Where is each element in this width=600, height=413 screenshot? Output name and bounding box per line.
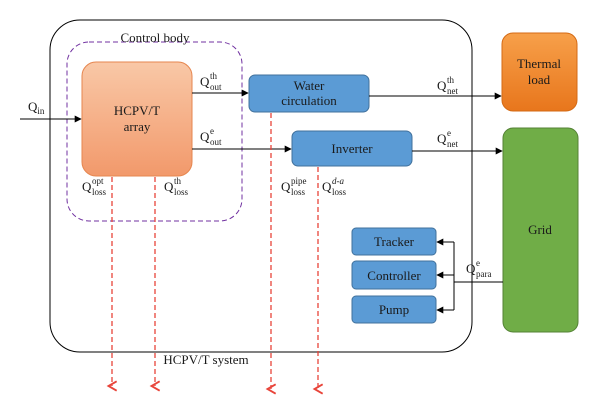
hcpvt-array-label-line1: HCPV/T xyxy=(114,103,160,118)
tracker-label: Tracker xyxy=(374,234,415,249)
thermal-load-label-line2: load xyxy=(528,72,551,87)
pump-label: Pump xyxy=(379,302,409,317)
inverter-block: Inverter xyxy=(291,130,413,167)
q-para-feed-connector xyxy=(436,238,503,314)
q-in-label: Qin xyxy=(28,99,45,116)
controller-block: Controller xyxy=(351,260,437,290)
thermal-load-label-line1: Thermal xyxy=(517,56,561,71)
tracker-block: Tracker xyxy=(351,227,437,256)
hcpvt-system-label: HCPV/T system xyxy=(163,352,248,367)
pump-block: Pump xyxy=(351,295,437,324)
inverter-label: Inverter xyxy=(331,141,373,156)
hcpvt-system-boundary xyxy=(49,19,473,353)
grid-label: Grid xyxy=(528,222,552,237)
water-circulation-block: Water circulation xyxy=(248,74,370,113)
controller-label: Controller xyxy=(367,268,421,283)
control-body-label: Control body xyxy=(121,30,190,45)
grid-block: Grid xyxy=(502,127,579,333)
hcpvt-array-label-line2: array xyxy=(124,119,151,134)
water-circulation-label-line1: Water xyxy=(294,78,325,93)
hcpvt-array-block: HCPV/T array xyxy=(81,61,193,177)
thermal-load-block: Thermal load xyxy=(501,32,578,112)
water-circulation-label-line2: circulation xyxy=(281,93,337,108)
